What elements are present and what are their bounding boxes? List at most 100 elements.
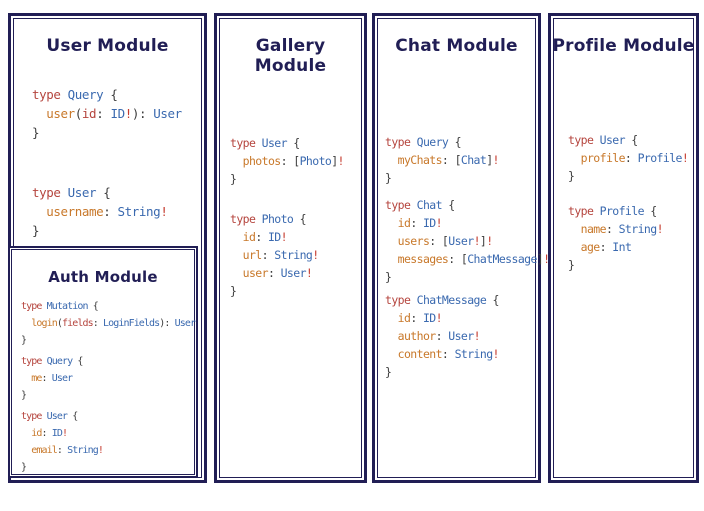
code-token: Query: [67, 87, 104, 102]
code-token: id: [31, 428, 42, 439]
code-token: Photo: [261, 212, 294, 226]
code-line: }: [385, 363, 499, 381]
code-token: !: [435, 216, 443, 230]
code-line: myChats: [Chat]!: [385, 151, 500, 169]
code-token: ]: [536, 252, 544, 266]
code-line: type User {: [32, 183, 167, 202]
code-token: email: [31, 445, 57, 456]
code-token: [32, 106, 46, 121]
chat-module-panel: Chat Module type Query { myChats: [Chat]…: [372, 13, 550, 483]
code-line: id: ID!: [385, 214, 549, 232]
code-line: type ChatMessage {: [385, 291, 499, 309]
code-token: users: [397, 234, 430, 248]
code-line: username: String!: [32, 202, 168, 221]
gallery-module-panel: Gallery Module type User { photos: [Phot…: [214, 13, 367, 483]
code-token: ):: [159, 318, 175, 329]
code-token: }: [230, 284, 237, 298]
code-token: id: [397, 311, 411, 325]
code-token: !: [473, 329, 481, 343]
code-line: photos: [Photo]!: [230, 152, 345, 170]
code-line: }: [32, 123, 182, 142]
code-token: me: [31, 373, 42, 384]
code-token: [230, 266, 243, 280]
code-token: ]: [486, 153, 493, 167]
code-token: type: [385, 198, 417, 212]
code-line: profile: Profile!: [568, 149, 689, 167]
profile-module-panel: Profile Module type User { profile: Prof…: [548, 13, 699, 483]
code-line: }: [32, 221, 167, 240]
code-token: type: [385, 135, 417, 149]
code-token: login: [31, 318, 57, 329]
code-token: user: [46, 106, 75, 121]
code-token: username: [46, 204, 104, 219]
chat-module-chatmessage-code-block: type ChatMessage { id: ID! author: User!…: [385, 291, 499, 381]
code-token: User: [67, 185, 97, 200]
code-token: type: [21, 356, 47, 367]
code-token: [385, 329, 398, 343]
code-token: : [: [429, 234, 449, 248]
code-token: {: [72, 356, 83, 367]
code-line: name: String!: [568, 220, 664, 238]
code-token: {: [293, 212, 307, 226]
code-token: {: [67, 411, 78, 422]
code-line: type Query {: [32, 85, 182, 104]
code-line: id: ID!: [385, 309, 499, 327]
code-token: !: [656, 222, 664, 236]
chat-module-query-code-block: type Query { myChats: [Chat]!}: [385, 133, 499, 187]
code-token: !: [492, 347, 500, 361]
code-token: Photo: [299, 154, 332, 168]
code-token: User: [46, 411, 68, 422]
code-token: id: [397, 216, 411, 230]
code-token: !: [124, 106, 133, 121]
code-token: ]: [479, 234, 487, 248]
code-token: ID: [422, 216, 436, 230]
code-line: }: [21, 459, 103, 476]
code-token: }: [32, 223, 40, 238]
profile-module-title: Profile Module: [552, 36, 695, 56]
code-token: {: [448, 135, 462, 149]
code-token: :: [267, 266, 281, 280]
code-token: id: [242, 230, 256, 244]
code-line: type User {: [568, 131, 688, 149]
code-token: :: [435, 329, 449, 343]
code-line: type Profile {: [568, 202, 663, 220]
code-line: }: [385, 268, 549, 286]
code-token: {: [103, 87, 118, 102]
code-token: }: [32, 125, 40, 140]
code-token: !: [435, 311, 443, 325]
code-token: User: [51, 373, 73, 384]
code-token: String: [117, 204, 161, 219]
code-token: !: [280, 230, 288, 244]
code-token: !: [160, 204, 168, 219]
code-token: url: [242, 248, 263, 262]
code-token: id: [81, 106, 97, 121]
code-token: String: [618, 222, 658, 236]
code-line: age: Int: [568, 238, 663, 256]
code-token: type: [21, 301, 47, 312]
code-line: }: [230, 170, 344, 188]
code-token: :: [441, 347, 455, 361]
code-token: :: [599, 240, 613, 254]
chat-module-chat-code-block: type Chat { id: ID! users: [User!]! mess…: [385, 196, 550, 286]
code-line: email: String!: [21, 442, 104, 459]
code-token: String: [274, 248, 313, 262]
code-token: {: [96, 185, 111, 200]
code-token: :: [103, 204, 118, 219]
code-token: }: [21, 335, 27, 346]
code-token: String: [454, 347, 494, 361]
code-token: !: [473, 234, 481, 248]
code-token: }: [568, 258, 575, 272]
code-token: [568, 222, 581, 236]
code-token: fields: [61, 318, 94, 329]
code-token: !: [62, 428, 68, 439]
auth-module-panel: Auth Module type Mutation { login(fields…: [8, 246, 198, 478]
code-token: Query: [46, 356, 73, 367]
code-token: :: [92, 318, 103, 329]
code-token: [230, 154, 243, 168]
code-token: Profile: [599, 204, 645, 218]
code-token: :: [261, 248, 275, 262]
code-token: ID: [51, 428, 63, 439]
code-token: User: [261, 136, 288, 150]
code-token: !: [312, 248, 319, 262]
